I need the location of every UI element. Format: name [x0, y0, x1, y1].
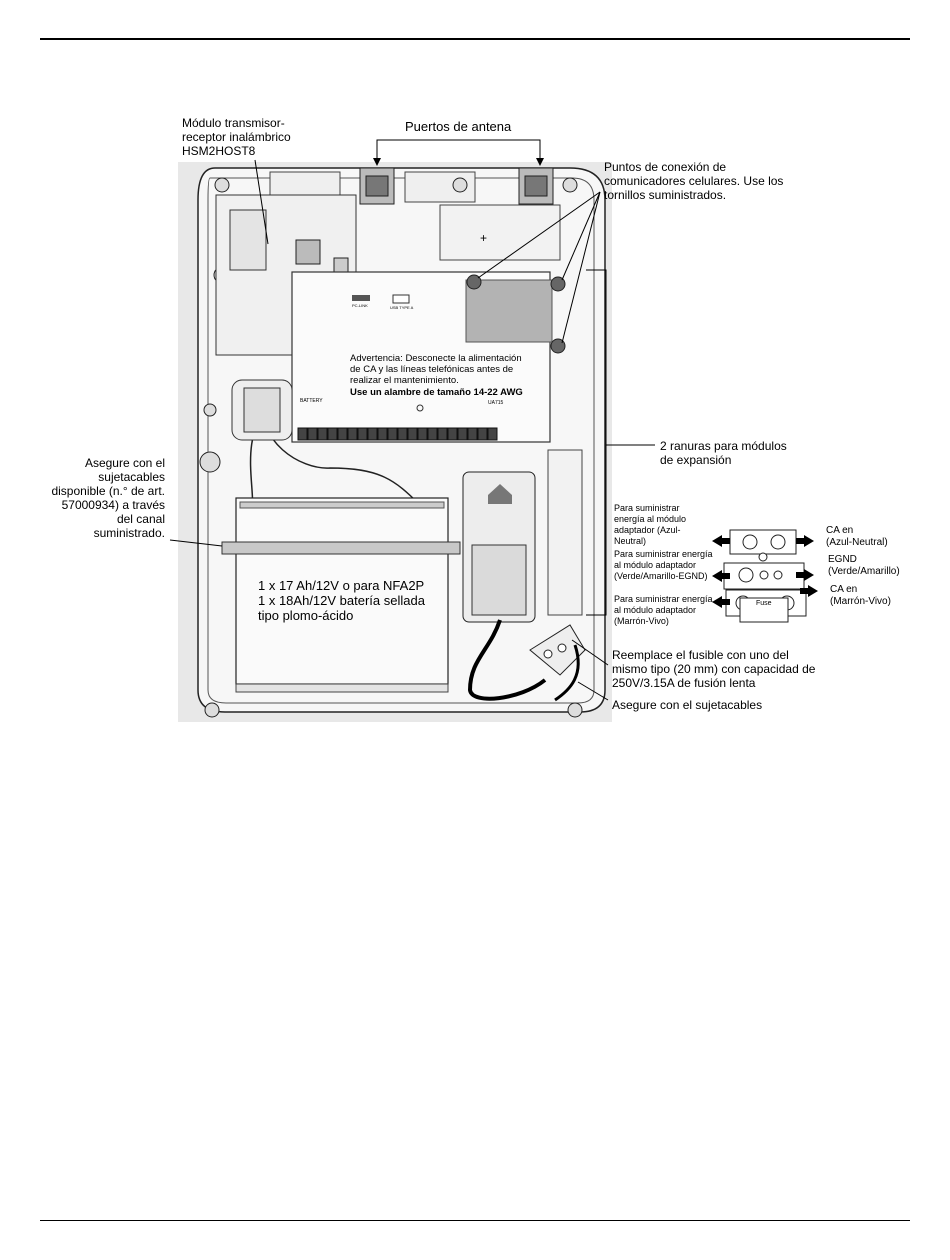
terminal-block [367, 427, 378, 441]
fuse-note-label: Reemplace el fusible con uno del mismo t… [612, 648, 816, 690]
power-brown-label: Para suministrar energía al módulo adapt… [614, 594, 713, 626]
cable-channel [221, 541, 461, 555]
antenna-port-left [359, 167, 395, 205]
ua-label: UA715 [488, 400, 504, 406]
power-blue-label: Para suministrar energía al módulo adapt… [614, 503, 687, 546]
battery [235, 497, 449, 693]
terminal-block [487, 427, 498, 441]
terminal-block [417, 427, 428, 441]
battery-board-label: BATTERY [300, 398, 323, 404]
svg-text:+: + [480, 231, 487, 245]
main-board [291, 271, 566, 443]
footer-rule [40, 1220, 910, 1221]
transceiver-label: Módulo transmisor- receptor inalámbrico … [182, 116, 291, 158]
antenna-bracket [376, 139, 541, 162]
tie-wrap-channel-label: Asegure con el sujetacables disponible (… [51, 456, 165, 540]
expansion-bracket [586, 269, 607, 616]
terminal-block [387, 427, 398, 441]
terminal-block [467, 427, 478, 441]
tie-wrap-label: Asegure con el sujetacables [612, 698, 763, 712]
terminal-block [447, 427, 458, 441]
ac-terminal-detail [723, 529, 807, 623]
power-green-label: Para suministrar energía al módulo adapt… [614, 549, 713, 581]
ac-brown-label: CA en (Marrón-Vivo) [830, 584, 891, 607]
terminal-block [397, 427, 408, 441]
pc-link-label: PC-LINK [352, 303, 368, 308]
terminal-block [477, 427, 488, 441]
cell-points-label: Puntos de conexión de comunicadores celu… [604, 160, 784, 202]
terminal-block [307, 427, 318, 441]
terminal-block [377, 427, 388, 441]
wire-gauge-label: Use un alambre de tamaño 14-22 AWG [350, 387, 523, 398]
terminal-strip [297, 427, 498, 441]
battery-spec-label: 1 x 17 Ah/12V o para NFA2P 1 x 18Ah/12V … [258, 578, 425, 623]
terminal-block [347, 427, 358, 441]
terminal-block [357, 427, 368, 441]
power-arrows [712, 535, 818, 608]
terminal-block [437, 427, 448, 441]
expansion-slots-label: 2 ranuras para módulos de expansión [660, 439, 787, 467]
header-rule [40, 38, 910, 40]
fuse-label: Fuse [756, 600, 772, 607]
terminal-block [427, 427, 438, 441]
terminal-block [317, 427, 328, 441]
warning-label: Advertencia: Desconecte la alimentación … [350, 353, 522, 386]
antenna-ports-label: Puertos de antena [405, 119, 512, 134]
terminal-block [297, 427, 308, 441]
usb-label: USB TYPE A [390, 305, 414, 310]
terminal-block [337, 427, 348, 441]
terminal-block [327, 427, 338, 441]
terminal-block [457, 427, 468, 441]
terminal-block [407, 427, 418, 441]
power-supply [462, 471, 536, 623]
antenna-port-right [518, 167, 554, 205]
egnd-label: EGND (Verde/Amarillo) [828, 554, 900, 577]
ac-blue-label: CA en (Azul-Neutral) [826, 525, 888, 548]
